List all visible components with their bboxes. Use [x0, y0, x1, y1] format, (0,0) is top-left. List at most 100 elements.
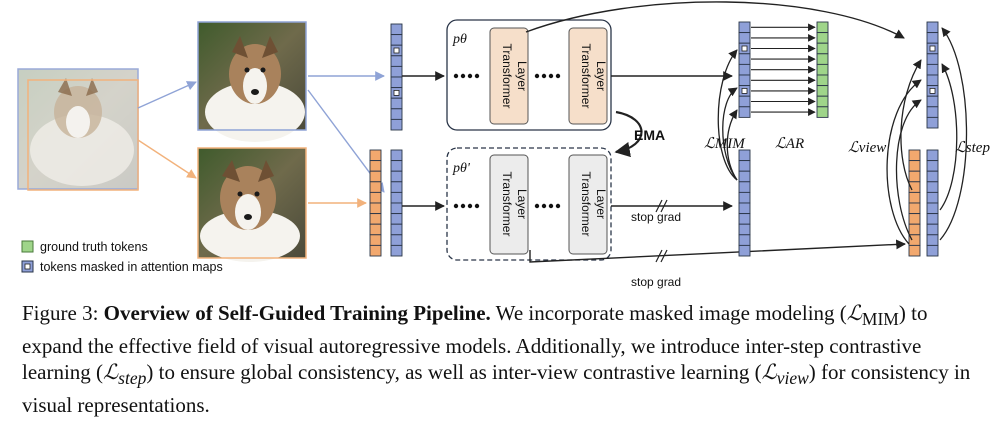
masked-token-marker: [929, 45, 936, 52]
ellipsis-dot: [555, 203, 561, 209]
student-dots-right: [534, 203, 561, 209]
ground-truth-token: [816, 74, 829, 87]
student-layer2-label-a: Transformer: [579, 172, 593, 237]
input-top-token: [390, 34, 403, 46]
caption-math-3: ℒ: [761, 360, 777, 385]
input-orange-token: [369, 244, 382, 257]
ellipsis-dot: [555, 73, 561, 79]
mim-token: [738, 106, 751, 118]
input-top-token: [390, 65, 403, 78]
crop-arrow-orange: [137, 139, 197, 179]
input-bottom-token: [390, 149, 403, 162]
ellipsis-dot: [541, 73, 547, 79]
caption-text-1: We incorporate masked image modeling (: [490, 301, 847, 325]
ellipsis-dot: [474, 203, 480, 209]
final-orange-token: [908, 202, 921, 215]
ground-truth-token: [816, 53, 829, 65]
input-bottom-token: [390, 234, 403, 246]
ellipsis-dot: [467, 73, 473, 79]
student-to-view-stopgrad-path: [529, 239, 906, 263]
input-orange-token: [369, 213, 382, 225]
final-orange-token: [908, 191, 921, 204]
input-orange-token: [369, 234, 382, 246]
ground-truth-token: [816, 42, 829, 55]
caption-prefix: Figure 3:: [22, 301, 104, 325]
ellipsis-dot: [534, 203, 540, 209]
crop-view-1: [197, 21, 307, 142]
final-token-column: [926, 21, 939, 129]
input-top-token: [390, 76, 403, 89]
input-orange-token: [369, 149, 382, 162]
mim-token: [738, 21, 751, 34]
masked-token-marker: [929, 88, 936, 94]
student-out-token: [738, 170, 751, 183]
final-low-token: [926, 202, 939, 215]
caption-text-2: ) to expand the effective field of visua…: [22, 301, 928, 385]
input-bottom-token: [390, 223, 403, 236]
stopgrad-mark-1: [655, 199, 668, 213]
stopgrad-label-1: stop grad: [631, 210, 681, 224]
input-top-token: [390, 108, 403, 120]
student-out-token: [738, 223, 751, 236]
student-dots-left: [453, 203, 480, 209]
masked-token-marker: [741, 45, 748, 52]
final-low-token: [926, 191, 939, 204]
input-orange-token: [369, 181, 382, 193]
ar-arrows: [751, 23, 816, 116]
input-orange-token: [369, 160, 382, 172]
pipeline-diagram: pθ Transformer Layer Transformer Layer p…: [17, 1, 990, 289]
input-orange-token: [369, 202, 382, 215]
input-top-token: [390, 97, 403, 110]
teacher-layer2-label-b: Layer: [594, 61, 608, 91]
final-low-token-column: [926, 149, 939, 257]
masked-token-marker: [741, 88, 748, 94]
student-output-token-column: [738, 149, 751, 257]
mim-token-column: [738, 21, 751, 118]
input-bottom-token: [390, 160, 403, 172]
mim-arrows: [717, 49, 738, 181]
caption-math-2: ℒ: [103, 360, 119, 385]
final-orange-token: [908, 160, 921, 172]
input-top-token: [390, 55, 403, 67]
stopgrad-mark-2: [655, 249, 668, 263]
student-out-token: [738, 244, 751, 257]
teacher-layer2-label-a: Transformer: [579, 44, 593, 109]
input-bottom-token: [390, 202, 403, 215]
final-low-token: [926, 160, 939, 172]
loss-view-label: ℒview: [848, 140, 886, 156]
final-token: [926, 95, 939, 108]
ellipsis-dot: [460, 203, 466, 209]
final-token: [926, 32, 939, 44]
mim-token: [738, 95, 751, 108]
final-low-token: [926, 213, 939, 225]
legend-gt-swatch: [21, 240, 34, 253]
ellipsis-dot: [467, 203, 473, 209]
ground-truth-token-column: [816, 21, 829, 118]
legend-gt-label: ground truth tokens: [40, 240, 148, 254]
student-out-token: [738, 191, 751, 204]
input-bottom-token: [390, 181, 403, 193]
student-out-token: [738, 234, 751, 246]
ema-label: EMA: [634, 127, 665, 143]
loss-ar-label: ℒAR: [775, 136, 804, 152]
mim-token: [738, 32, 751, 44]
figure-caption: Figure 3: Overview of Self-Guided Traini…: [22, 300, 982, 418]
ellipsis-dot: [534, 73, 540, 79]
caption-text-4: ) for consistency in visual representati…: [22, 360, 971, 417]
final-low-token: [926, 170, 939, 183]
input-bottom-token: [390, 213, 403, 225]
ground-truth-token: [816, 95, 829, 108]
step-arrows: [939, 27, 968, 241]
mim-token: [738, 74, 751, 87]
teacher-layer1-label-b: Layer: [515, 61, 529, 91]
ground-truth-token: [816, 106, 829, 118]
final-orange-token: [908, 223, 921, 236]
final-low-token: [926, 223, 939, 236]
crop-arrow-blue: [137, 81, 197, 109]
ellipsis-dot: [460, 73, 466, 79]
final-orange-token: [908, 244, 921, 257]
final-token: [926, 106, 939, 118]
final-token: [926, 21, 939, 34]
caption-math-1-sub: MIM: [861, 309, 899, 330]
student-layer1-label-b: Layer: [515, 189, 529, 219]
